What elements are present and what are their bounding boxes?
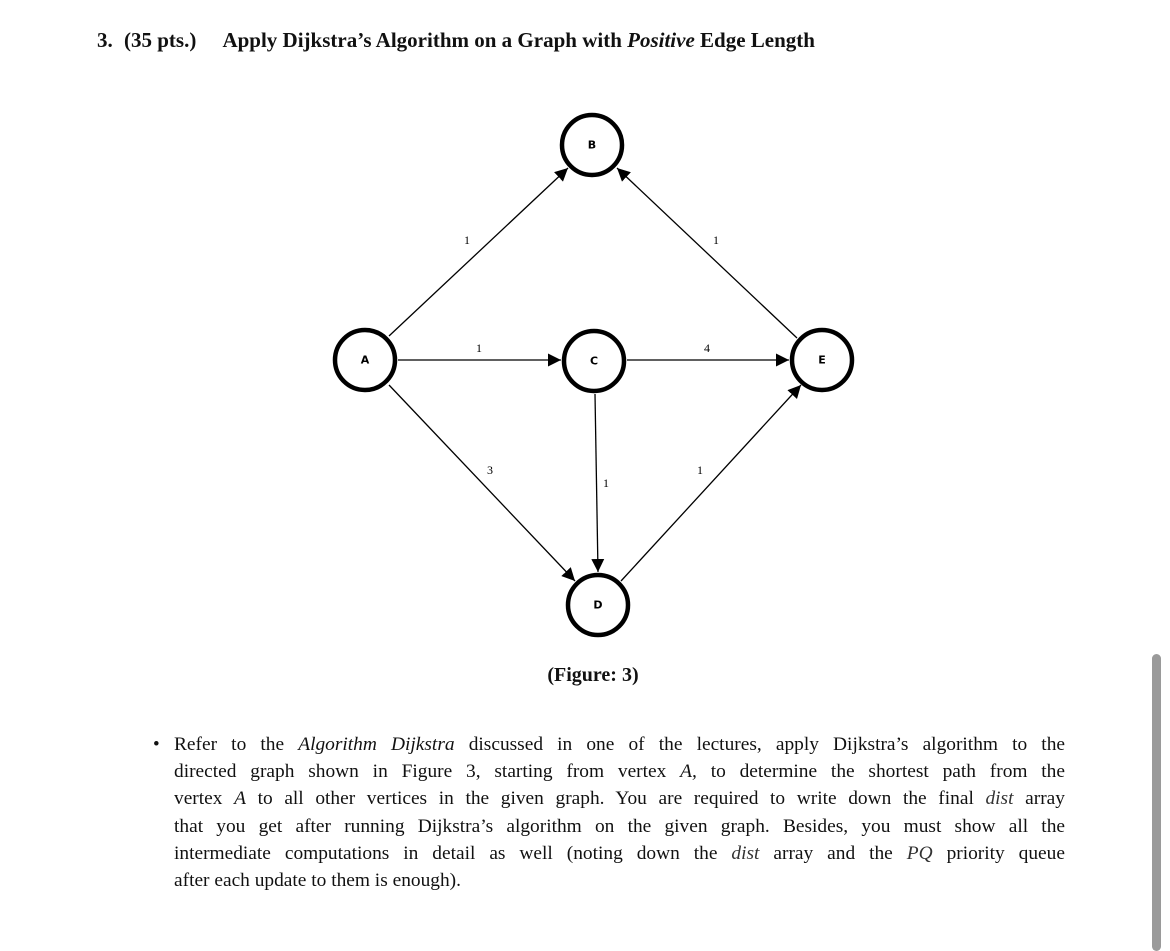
node-c: C <box>561 328 627 394</box>
figure-caption: (Figure: 3) <box>547 664 639 686</box>
node-d-label: D <box>593 599 602 612</box>
edge-d-e-weight: 1 <box>697 463 703 477</box>
question-title-part2: Edge Length <box>700 28 815 52</box>
edge-a-c-weight: 1 <box>476 341 482 355</box>
instructions-line-2: directed graph shown in Figure 3, starti… <box>174 761 1065 783</box>
node-e: E <box>789 327 855 393</box>
instructions-line-5: intermediate computations in detail as w… <box>174 842 1065 864</box>
instructions-line-6: after each update to them is enough). <box>174 870 461 892</box>
edge-c-d-weight: 1 <box>603 476 609 490</box>
vertical-scrollbar[interactable] <box>1152 654 1161 951</box>
edge-a-b-weight: 1 <box>464 233 470 247</box>
edge-a-d-weight: 3 <box>487 463 493 477</box>
instructions-line-3: vertex A to all other vertices in the gi… <box>174 788 1065 810</box>
node-d: D <box>565 572 631 638</box>
question-title-emphasis: Positive <box>627 28 695 52</box>
question-instructions: • Refer to the Algorithm Dijkstra discus… <box>153 731 1065 894</box>
question-points: (35 pts.) <box>124 28 197 52</box>
edge-e-b-weight: 1 <box>713 233 719 247</box>
edge-a-d <box>388 384 576 582</box>
edge-a-b <box>388 167 569 337</box>
node-c-label: C <box>590 355 598 368</box>
edge-c-e-weight: 4 <box>704 341 710 355</box>
node-a-label: A <box>361 354 370 367</box>
edge-e-b <box>616 167 798 339</box>
instructions-line-4: that you get after running Dijkstra’s al… <box>174 815 1065 837</box>
question-heading: 3. (35 pts.) Apply Dijkstra’s Algorithm … <box>97 28 815 53</box>
node-b-label: B <box>588 139 596 152</box>
bullet-point: • <box>153 734 160 755</box>
question-number: 3. <box>97 28 113 52</box>
node-a: A <box>332 327 398 393</box>
instructions-text: Refer to the Algorithm Dijkstra discusse… <box>174 731 1065 894</box>
edge-c-d <box>591 393 605 573</box>
question-title-part1: Apply Dijkstra’s Algorithm on a Graph wi… <box>222 28 622 52</box>
edge-d-e <box>620 384 802 582</box>
node-e-label: E <box>818 354 826 367</box>
node-b: B <box>559 112 625 178</box>
instructions-line-1: Refer to the Algorithm Dijkstra discusse… <box>174 734 1065 755</box>
